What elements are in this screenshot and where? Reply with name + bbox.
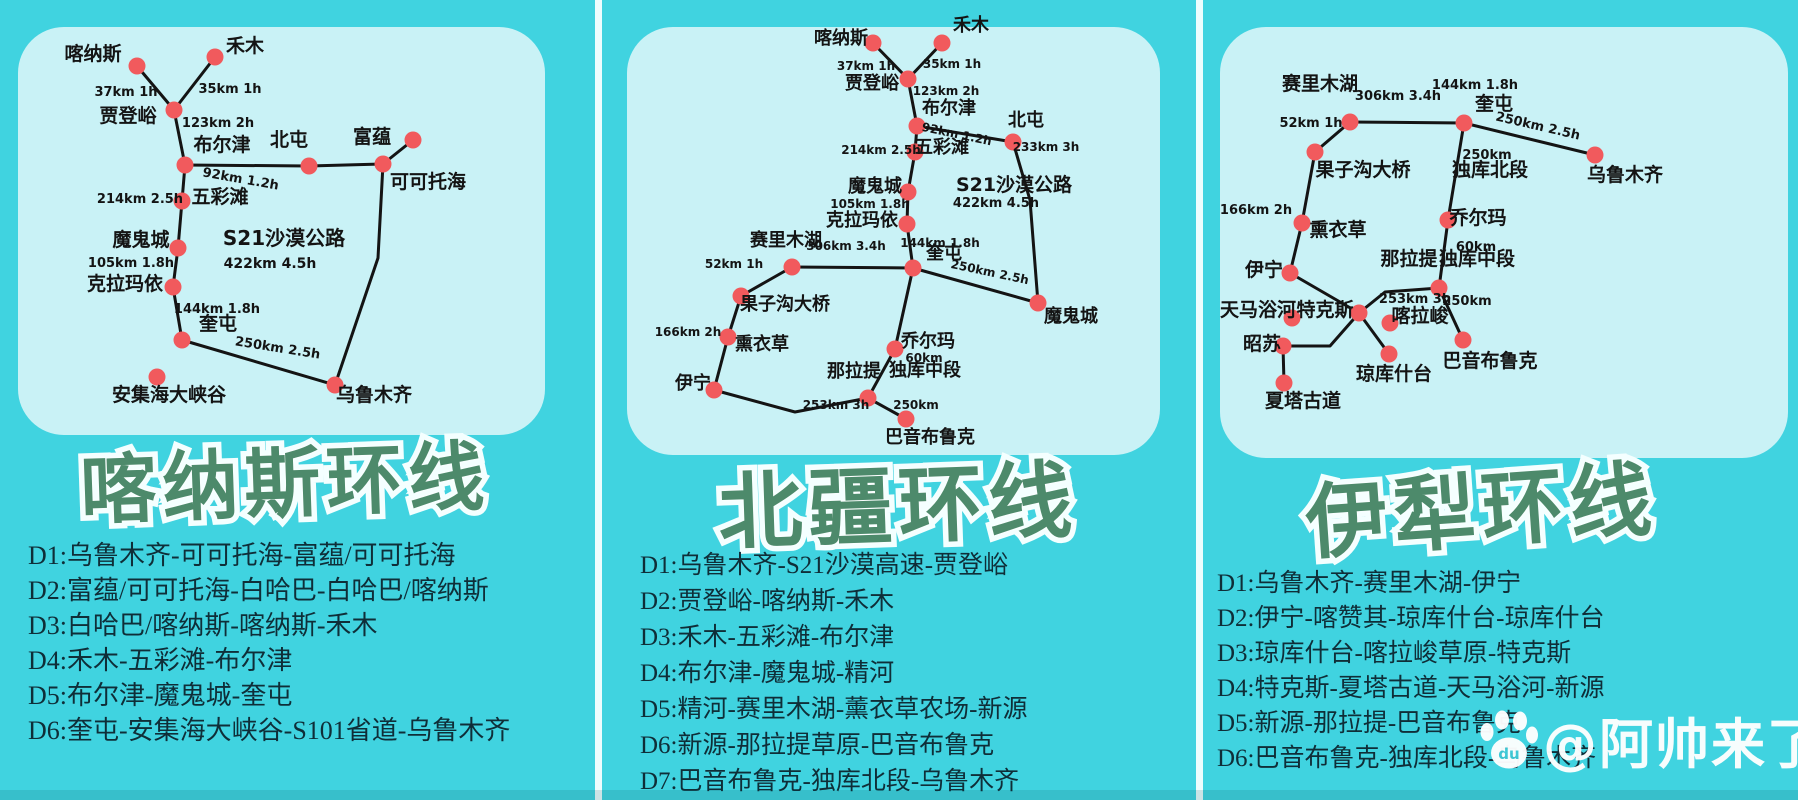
panel-kanas-route [18,27,545,435]
itinerary-line: D1:乌鲁木齐-可可托海-富蕴/可可托海 [28,541,456,570]
itinerary-line: D3:白哈巴/喀纳斯-喀纳斯-禾木 [28,611,378,640]
itinerary-line: D3:琼库什台-喀拉峻草原-特克斯 [1217,640,1572,667]
itinerary-line: D5:精河-赛里木湖-薰衣草农场-新源 [640,696,1028,723]
itinerary-line: D6:新源-那拉提草原-巴音布鲁克 [640,732,995,759]
itinerary-line: D7:巴音布鲁克-独库北段-乌鲁木齐 [640,768,1020,795]
bottom-edge-strip [0,790,1798,800]
watermark: du @阿帅来了 [1475,700,1798,779]
column-divider [595,0,602,800]
itinerary-line: D5:新源-那拉提-巴音布鲁克 [1217,710,1522,737]
itinerary-line: D3:禾木-五彩滩-布尔津 [640,624,895,651]
baidu-paw-icon: du [1480,710,1538,768]
watermark-handle: @阿帅来了 [1543,713,1798,776]
itinerary-line: D5:布尔津-魔鬼城-奎屯 [28,681,293,710]
route-title-beijiang: 北疆环线 [711,446,1085,568]
itinerary-line: D2:贾登峪-喀纳斯-禾木 [640,588,895,615]
itinerary-kanas: D1:乌鲁木齐-可可托海-富蕴/可可托海 D2:富蕴/可可托海-白哈巴-白哈巴/喀… [28,538,510,748]
watermark-du-text: du [1498,745,1519,763]
column-divider [1196,0,1203,800]
itinerary-line: D1:乌鲁木齐-赛里木湖-伊宁 [1217,570,1522,597]
panel-beijiang-route [627,27,1160,455]
itinerary-yili: D1:乌鲁木齐-赛里木湖-伊宁 D2:伊宁-喀赞其-琼库什台-琼库什台 D3:琼库什… [1217,566,1604,776]
itinerary-line: D6:奎屯-安集海大峡谷-S101省道-乌鲁木齐 [28,716,511,745]
itinerary-line: D2:伊宁-喀赞其-琼库什台-琼库什台 [1217,605,1605,632]
route-title-yili: 伊犁环线 [1297,447,1666,577]
itinerary-beijiang: D1:乌鲁木齐-S21沙漠高速-贾登峪 D2:贾登峪-喀纳斯-禾木 D3:禾木-五彩… [640,548,1027,800]
itinerary-line: D4:特克斯-夏塔古道-天马浴河-新源 [1217,675,1605,702]
panel-yili-route [1220,27,1788,458]
itinerary-line: D1:乌鲁木齐-S21沙漠高速-贾登峪 [640,552,1009,579]
itinerary-line: D4:禾木-五彩滩-布尔津 [28,646,293,675]
itinerary-line: D6:巴音布鲁克-独库北段-乌鲁木齐 [1217,745,1597,772]
itinerary-line: D2:富蕴/可可托海-白哈巴-白哈巴/喀纳斯 [28,576,489,605]
route-title-kanas: 喀纳斯环线 [73,426,497,540]
itinerary-line: D4:布尔津-魔鬼城-精河 [640,660,895,687]
